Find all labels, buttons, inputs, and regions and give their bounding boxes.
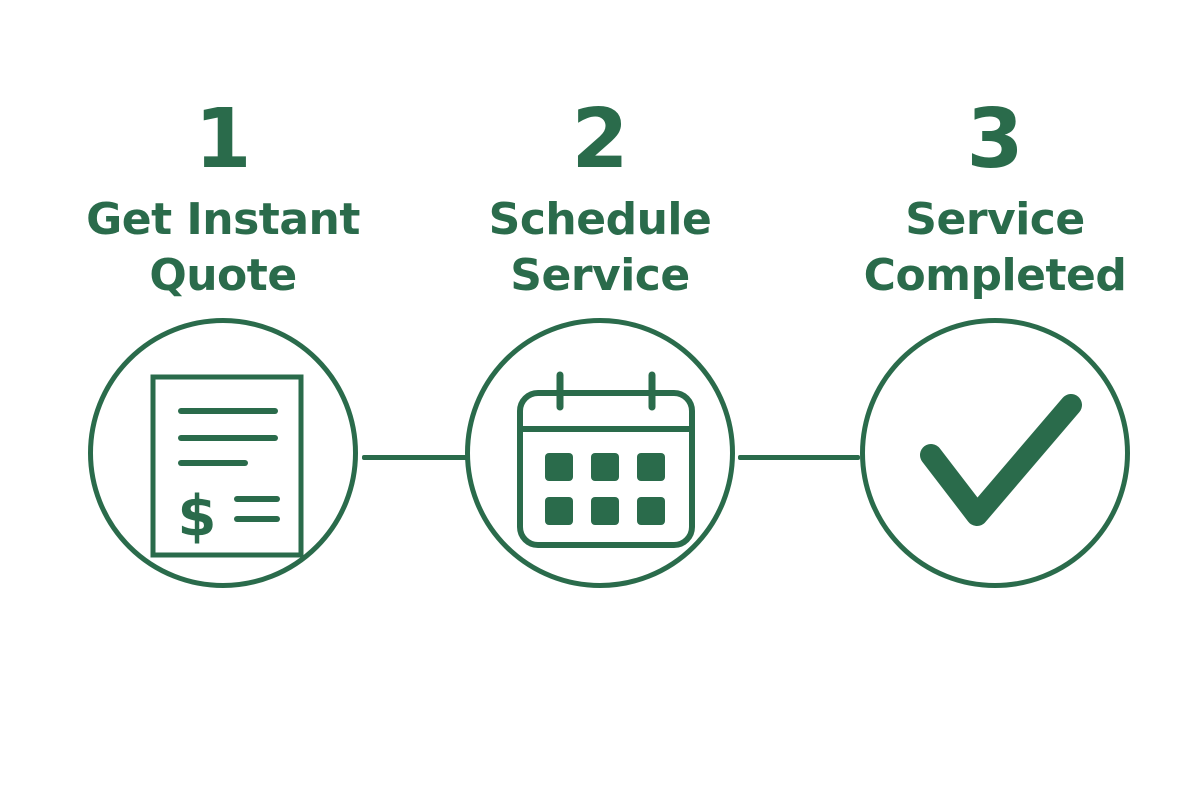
quote-document-icon: $	[150, 374, 304, 558]
step-title-line: Get Instant	[86, 194, 360, 245]
step-3-icon-circle	[860, 318, 1130, 588]
step-title-line: Schedule	[488, 194, 712, 245]
checkmark-icon	[920, 394, 1082, 526]
step-title-line: Quote	[149, 250, 297, 301]
step-1-icon-circle: $	[88, 318, 358, 588]
step-title-line: Completed	[863, 250, 1127, 301]
step-3-heading: 3 Service Completed	[805, 88, 1185, 304]
step-number: 2	[571, 92, 629, 187]
step-title-line: Service	[510, 250, 690, 301]
calendar-icon	[517, 371, 695, 548]
step-number: 1	[194, 92, 252, 187]
connector-line-1-2	[362, 455, 468, 460]
step-number: 3	[966, 92, 1024, 187]
connector-line-2-3	[738, 455, 860, 460]
dollar-sign: $	[178, 484, 217, 549]
step-title-line: Service	[905, 194, 1085, 245]
step-1-heading: 1 Get Instant Quote	[33, 88, 413, 304]
step-2-heading: 2 Schedule Service	[410, 88, 790, 304]
step-2-icon-circle	[465, 318, 735, 588]
